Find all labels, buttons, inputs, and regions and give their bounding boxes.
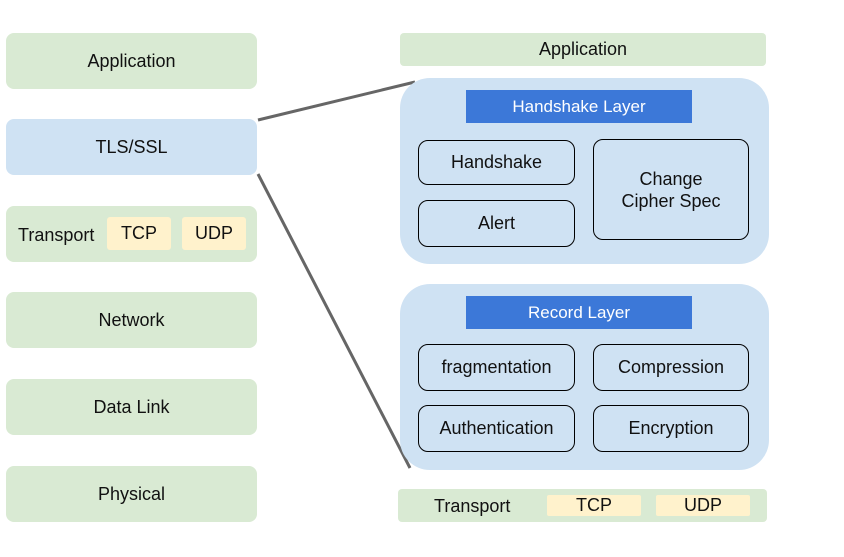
detail-application-label: Application [538,39,628,59]
layer-application-label: Application [87,50,176,71]
detail-tcp-label: TCP [576,495,612,515]
change-cipher-spec-box: Change Cipher Spec [593,139,749,240]
fragmentation-label: fragmentation [441,357,552,377]
layer-network: Network [6,292,257,348]
layer-physical: Physical [6,466,257,522]
layer-application: Application [6,33,257,89]
layer-tls-ssl-label: TLS/SSL [95,136,168,157]
detail-transport-label: Transport [434,496,511,516]
handshake-layer-header: Handshake Layer [466,90,692,123]
connector-line-bottom [256,173,412,469]
record-layer-title: Record Layer [527,302,631,322]
detail-udp-badge: UDP [656,495,750,516]
detail-transport: Transport TCP UDP [398,489,767,522]
change-cipher-spec-label: Change Cipher Spec [621,168,721,211]
encryption-label: Encryption [628,418,714,438]
record-layer-header: Record Layer [466,296,692,329]
layer-physical-label: Physical [97,483,166,504]
authentication-box: Authentication [418,405,575,452]
record-layer-panel: Record Layer fragmentation Compression A… [400,284,769,470]
encryption-box: Encryption [593,405,749,452]
fragmentation-box: fragmentation [418,344,575,391]
transport-udp-badge: UDP [182,217,246,250]
layer-transport-label: Transport [18,225,95,245]
alert-protocol-box: Alert [418,200,575,247]
layer-network-label: Network [98,309,165,330]
handshake-layer-panel: Handshake Layer Handshake Alert Change C… [400,78,769,264]
compression-box: Compression [593,344,749,391]
connector-line-top [257,80,416,122]
transport-tcp-badge: TCP [107,217,171,250]
udp-label: UDP [194,223,233,243]
detail-tcp-badge: TCP [547,495,641,516]
detail-udp-label: UDP [683,495,722,515]
detail-application: Application [400,33,766,66]
layer-transport: Transport TCP UDP [6,206,257,262]
layer-data-link: Data Link [6,379,257,435]
layer-tls-ssl: TLS/SSL [6,119,257,175]
handshake-protocol-box: Handshake [418,140,575,185]
handshake-label: Handshake [450,152,543,172]
compression-label: Compression [617,357,725,377]
layer-data-link-label: Data Link [93,396,170,417]
authentication-label: Authentication [439,418,554,438]
alert-label: Alert [477,213,515,233]
handshake-layer-title: Handshake Layer [512,96,646,116]
tcp-label: TCP [121,223,157,243]
